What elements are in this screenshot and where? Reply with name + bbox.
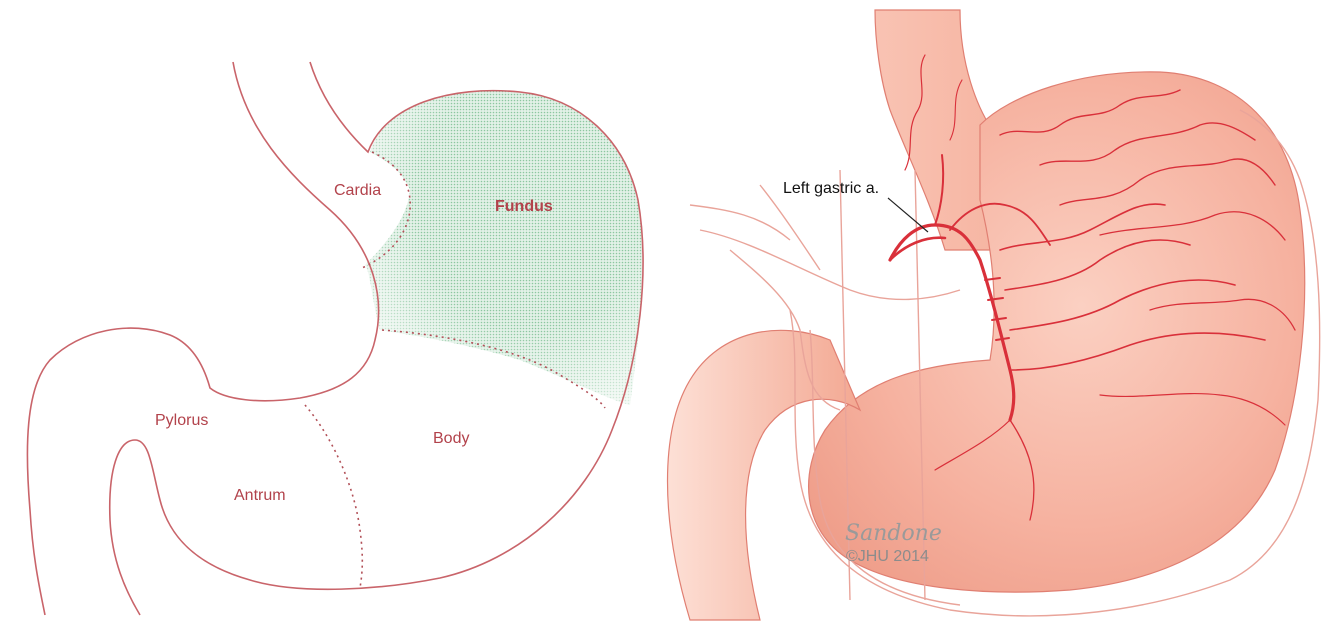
label-fundus: Fundus	[495, 198, 553, 216]
label-left-gastric-artery: Left gastric a.	[783, 180, 879, 198]
callout-leader-line	[888, 198, 928, 232]
stomach-body	[809, 72, 1305, 592]
antrum-body-boundary	[305, 405, 362, 588]
label-pylorus: Pylorus	[155, 412, 208, 430]
stomach-lesser-curvature	[27, 62, 378, 615]
copyright-text: ©JHU 2014	[846, 548, 929, 566]
stomach-vascular-illustration	[668, 10, 1320, 620]
label-antrum: Antrum	[234, 487, 286, 505]
label-cardia: Cardia	[334, 182, 381, 200]
stomach-outline-diagram	[27, 62, 643, 615]
label-body: Body	[433, 430, 469, 448]
artist-signature: Sandone	[845, 521, 942, 546]
